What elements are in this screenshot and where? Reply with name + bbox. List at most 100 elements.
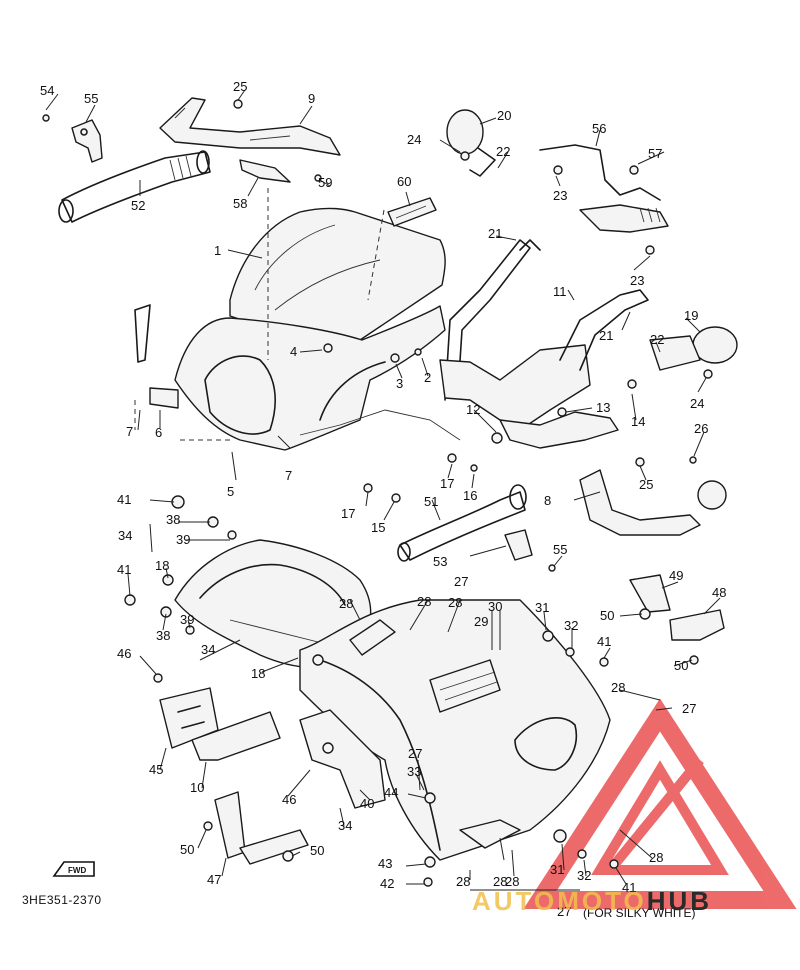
callout-3: 3 bbox=[396, 376, 403, 391]
callout-14: 14 bbox=[631, 414, 645, 429]
note-callout-number: 27 bbox=[557, 904, 572, 919]
stay-9 bbox=[159, 97, 341, 156]
bracket-10 bbox=[191, 711, 281, 761]
callout-28: 28 bbox=[339, 596, 353, 611]
callout-19: 19 bbox=[684, 308, 698, 323]
callout-22: 22 bbox=[496, 144, 510, 159]
air-duct-52 bbox=[58, 150, 211, 223]
callout-25: 25 bbox=[639, 477, 653, 492]
watermark-logo bbox=[523, 698, 797, 909]
callout-25: 25 bbox=[233, 79, 247, 94]
callout-30: 30 bbox=[488, 599, 502, 614]
callout-28: 28 bbox=[456, 874, 470, 889]
callout-47: 47 bbox=[207, 872, 221, 887]
callout-45: 45 bbox=[149, 762, 163, 777]
callout-18: 18 bbox=[155, 558, 169, 573]
color-variant-note: (FOR SILKY WHITE) bbox=[583, 906, 696, 920]
callout-21: 21 bbox=[488, 226, 502, 241]
callout-39: 39 bbox=[176, 532, 190, 547]
callout-16: 16 bbox=[463, 488, 477, 503]
callout-50: 50 bbox=[310, 843, 324, 858]
callout-31: 31 bbox=[550, 862, 564, 877]
callout-59: 59 bbox=[318, 175, 332, 190]
callout-28: 28 bbox=[448, 595, 462, 610]
callout-28: 28 bbox=[417, 594, 431, 609]
callout-55: 55 bbox=[84, 91, 98, 106]
callout-27: 27 bbox=[682, 701, 696, 716]
callout-32: 32 bbox=[564, 618, 578, 633]
callout-8: 8 bbox=[544, 493, 551, 508]
bracket-54 bbox=[71, 119, 103, 163]
side-cowling-27 bbox=[299, 599, 611, 861]
small-bracket-58 bbox=[239, 159, 291, 183]
callout-27: 27 bbox=[454, 574, 468, 589]
callout-41: 41 bbox=[622, 880, 636, 895]
callout-34: 34 bbox=[201, 642, 215, 657]
callout-28: 28 bbox=[611, 680, 625, 695]
callout-28: 28 bbox=[505, 874, 519, 889]
callout-18: 18 bbox=[251, 666, 265, 681]
callout-15: 15 bbox=[371, 520, 385, 535]
bracket-40 bbox=[299, 709, 386, 809]
callout-17: 17 bbox=[440, 476, 454, 491]
callout-43: 43 bbox=[378, 856, 392, 871]
callout-34: 34 bbox=[118, 528, 132, 543]
callout-58: 58 bbox=[233, 196, 247, 211]
callout-46: 46 bbox=[117, 646, 131, 661]
callout-29: 29 bbox=[474, 614, 488, 629]
callout-28: 28 bbox=[493, 874, 507, 889]
callout-26: 26 bbox=[694, 421, 708, 436]
callout-31: 31 bbox=[535, 600, 549, 615]
callout-17: 17 bbox=[341, 506, 355, 521]
callout-50: 50 bbox=[674, 658, 688, 673]
callout-38: 38 bbox=[166, 512, 180, 527]
callout-20: 20 bbox=[497, 108, 511, 123]
stay-56 bbox=[539, 144, 669, 233]
callout-11: 11 bbox=[553, 284, 567, 299]
bracket-47 bbox=[214, 791, 309, 865]
callout-51: 51 bbox=[424, 494, 438, 509]
callout-32: 32 bbox=[577, 868, 591, 883]
callout-50: 50 bbox=[180, 842, 194, 857]
callout-28: 28 bbox=[649, 850, 663, 865]
callout-49: 49 bbox=[669, 568, 683, 583]
leader-lines bbox=[45, 89, 721, 891]
inner-panel-8 bbox=[579, 469, 727, 536]
mirror-19 bbox=[649, 326, 738, 371]
watermark-text: AUTOMOTOHUB bbox=[472, 886, 712, 917]
watermark-text-b: HUB bbox=[646, 886, 713, 916]
callout-40: 40 bbox=[360, 796, 374, 811]
callout-23: 23 bbox=[630, 273, 644, 288]
callout-39: 39 bbox=[180, 612, 194, 627]
callout-21: 21 bbox=[599, 328, 613, 343]
callout-60: 60 bbox=[397, 174, 411, 189]
diagram-code: 3HE351-2370 bbox=[22, 893, 102, 907]
emblem-60 bbox=[387, 197, 437, 227]
callout-41: 41 bbox=[597, 634, 611, 649]
watermark-text-a: AUTOMOTO bbox=[472, 886, 647, 916]
cowling-stay-11 bbox=[439, 239, 649, 449]
callout-41: 41 bbox=[117, 562, 131, 577]
callout-57: 57 bbox=[648, 146, 662, 161]
upper-cowling-5 bbox=[174, 305, 461, 451]
callout-4: 4 bbox=[290, 344, 297, 359]
callout-10: 10 bbox=[190, 780, 204, 795]
mirror-20 bbox=[446, 109, 496, 177]
fwd-arrow-icon: FWD bbox=[52, 861, 95, 877]
callout-22: 22 bbox=[650, 332, 664, 347]
bracket-48 bbox=[669, 609, 725, 641]
callout-41: 41 bbox=[117, 492, 131, 507]
callout-24: 24 bbox=[690, 396, 704, 411]
callout-7: 7 bbox=[285, 468, 292, 483]
callout-38: 38 bbox=[156, 628, 170, 643]
callout-13: 13 bbox=[596, 400, 610, 415]
callout-24: 24 bbox=[407, 132, 421, 147]
callout-34: 34 bbox=[338, 818, 352, 833]
callout-55: 55 bbox=[553, 542, 567, 557]
callout-50: 50 bbox=[600, 608, 614, 623]
callout-52: 52 bbox=[131, 198, 145, 213]
callout-42: 42 bbox=[380, 876, 394, 891]
callout-9: 9 bbox=[308, 91, 315, 106]
callout-12: 12 bbox=[466, 402, 480, 417]
